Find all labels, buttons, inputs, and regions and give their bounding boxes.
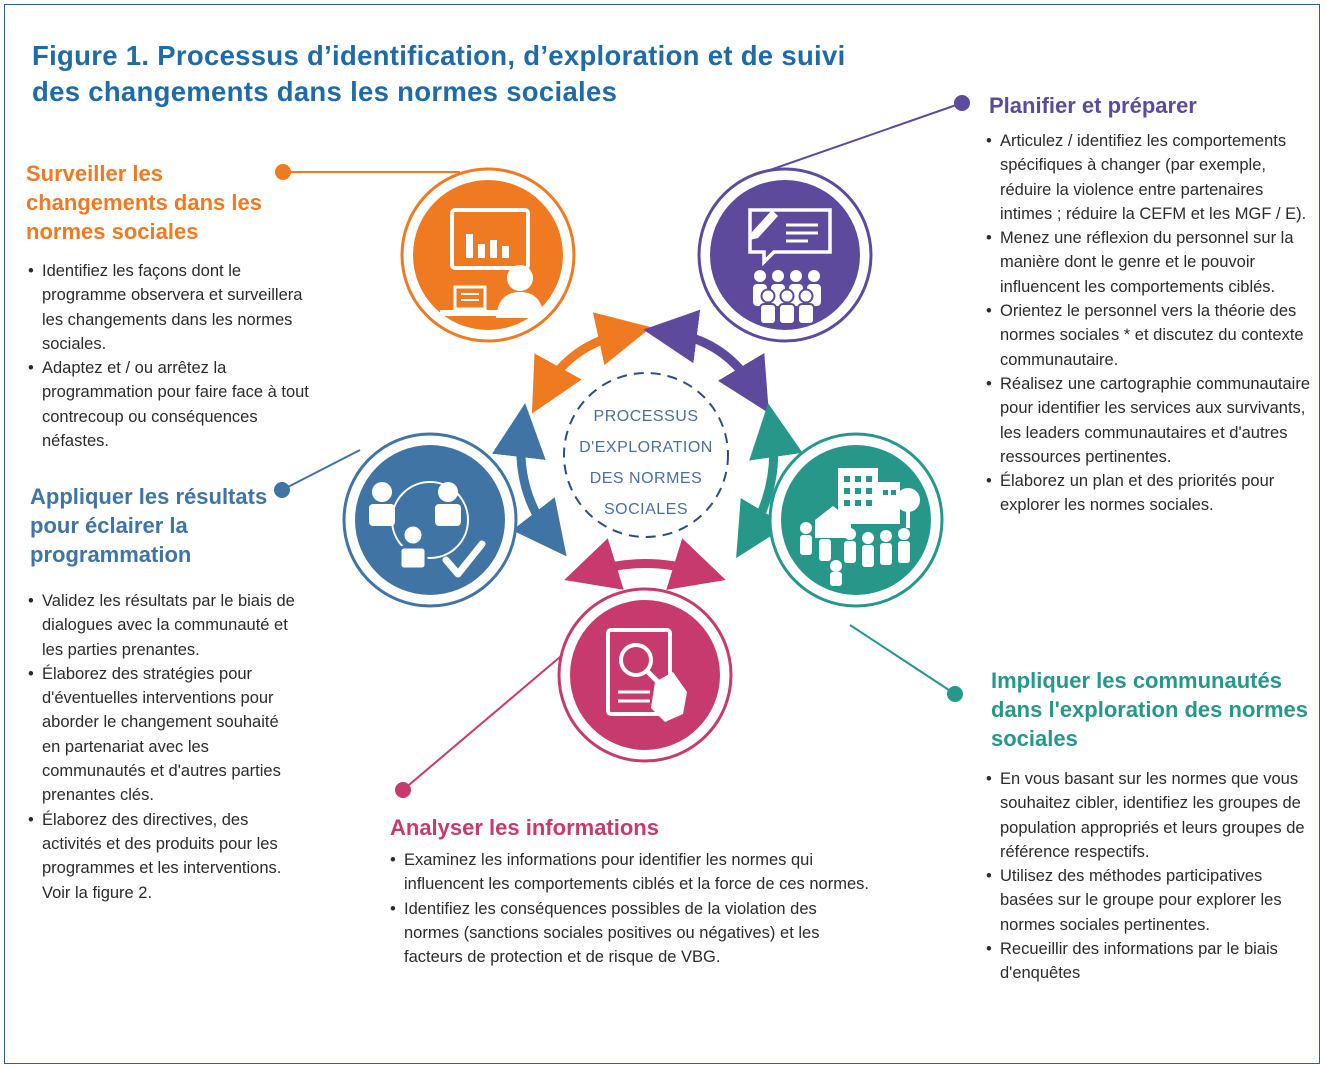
- connector-impliquer: [849, 624, 963, 702]
- connector-planifier: [769, 95, 970, 171]
- list-item: Orientez le personnel vers la théorie de…: [986, 299, 1311, 372]
- connector-analyser: [395, 639, 581, 798]
- presentation-chart-icon: [440, 208, 544, 318]
- heading-impliquer: Impliquer les communautés dans l'explora…: [991, 668, 1308, 751]
- list-item: Recueillir des informations par le biais…: [986, 937, 1306, 986]
- step-circle-planifier: [697, 167, 873, 343]
- center-line-1: PROCESSUS: [594, 408, 699, 425]
- connector-appliquer: [274, 449, 361, 498]
- arrow-orange: [531, 312, 652, 414]
- list-planifier: Articulez / identifiez les comportements…: [986, 129, 1311, 518]
- list-item: Articulez / identifiez les comportements…: [986, 129, 1311, 226]
- arrow-magenta: [564, 538, 726, 590]
- list-item: Identifiez les façons dont le programme …: [28, 259, 313, 356]
- list-item: Examinez les informations pour identifie…: [390, 848, 870, 897]
- community-icon: [800, 468, 920, 586]
- list-item: Réalisez une cartographie communautaire …: [986, 372, 1311, 469]
- group-discussion-icon: [748, 208, 832, 325]
- connector-surveiller: [275, 164, 460, 180]
- arrow-teal: [736, 403, 803, 559]
- list-item: Menez une réflexion du personnel sur la …: [986, 226, 1311, 299]
- figure-frame: [4, 4, 1320, 1064]
- heading-appliquer: Appliquer les résultats pour éclairer la…: [30, 484, 268, 567]
- list-item: Adaptez et / ou arrêtez la programmation…: [28, 356, 313, 453]
- list-item: Utilisez des méthodes participatives bas…: [986, 864, 1306, 937]
- list-item: Élaborez des stratégies pour d'éventuell…: [28, 662, 296, 808]
- figure-title: Figure 1. Processus d’identification, d’…: [32, 40, 846, 107]
- list-surveiller: Identifiez les façons dont le programme …: [28, 259, 313, 453]
- list-item: En vous basant sur les normes que vous s…: [986, 767, 1306, 864]
- center-line-4: SOCIALES: [604, 501, 688, 518]
- list-impliquer: En vous basant sur les normes que vous s…: [986, 767, 1306, 986]
- center-line-3: DES NORMES: [590, 470, 703, 487]
- step-circle-analyser: [557, 587, 733, 763]
- step-circle-impliquer: [768, 432, 944, 608]
- document-magnifier-icon: [606, 628, 687, 722]
- arrow-blue: [492, 403, 567, 557]
- team-checkmark-icon: [369, 481, 486, 578]
- heading-planifier: Planifier et préparer: [989, 93, 1197, 118]
- list-item: Élaborez un plan et des priorités pour e…: [986, 469, 1311, 518]
- list-item: Validez les résultats par le biais de di…: [28, 589, 296, 662]
- step-circle-surveiller: [400, 167, 576, 343]
- list-item: Identifiez les conséquences possibles de…: [390, 897, 870, 970]
- center-line-2: D'EXPLORATION: [579, 439, 713, 456]
- list-analyser: Examinez les informations pour identifie…: [390, 848, 870, 969]
- heading-surveiller: Surveiller les changements dans les norm…: [26, 161, 262, 244]
- list-appliquer: Validez les résultats par le biais de di…: [28, 589, 296, 905]
- heading-analyser: Analyser les informations: [390, 815, 659, 840]
- arrow-purple: [643, 309, 769, 414]
- step-circle-appliquer: [342, 432, 518, 608]
- list-item: Élaborez des directives, des activités e…: [28, 808, 296, 905]
